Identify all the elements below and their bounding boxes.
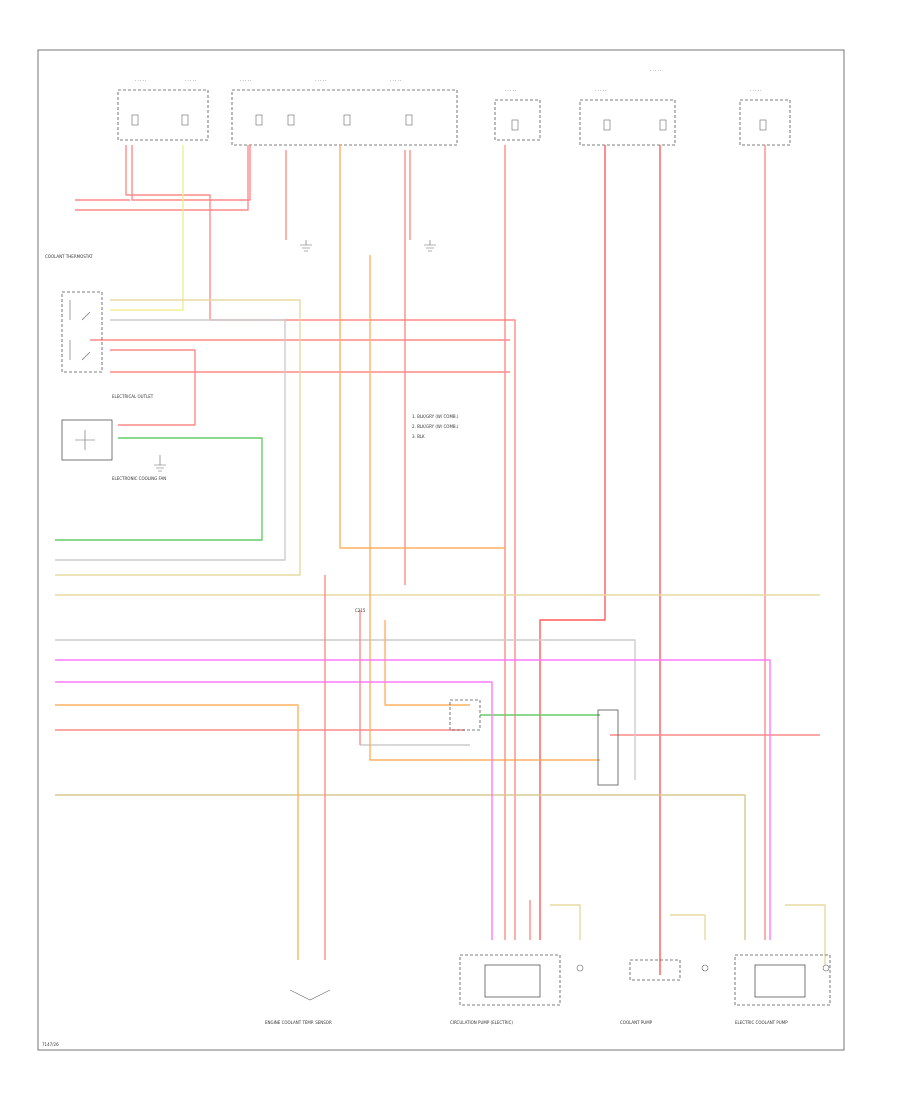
svg-text:· · · · ·: · · · · · (750, 88, 761, 93)
svg-text:· · · · ·: · · · · · (505, 88, 516, 93)
wire-tan-f (785, 904, 826, 965)
wire-tan-d (550, 904, 581, 940)
svg-text:· · · · ·: · · · · · (240, 78, 251, 83)
fuse-box-1 (117, 89, 209, 141)
svg-text:· · · · ·: · · · · · (390, 78, 401, 83)
legend-line-1: 1. BLK/GRY (W/ COMB.) (412, 414, 459, 419)
wire-green-a (55, 437, 263, 541)
wire-red-m (110, 349, 196, 426)
ground-dot-1 (576, 964, 584, 972)
label-electronic-cooling-fan: ELECTRONIC COOLING FAN (112, 476, 166, 481)
wire-yellow-a (110, 145, 184, 311)
wire-gray-a (55, 319, 286, 561)
wire-pink-a (55, 659, 771, 940)
wire-gray-b (55, 639, 636, 780)
label-electric-coolant-pump: ELECTRIC COOLANT PUMP (735, 1020, 788, 1025)
legend-line-2: 2. BLK/GRY (W/ COMB.) (412, 424, 459, 429)
wire-orange-d (384, 620, 470, 706)
electric-coolant-pump-box (734, 954, 831, 1006)
wire-red-a (125, 145, 516, 940)
top-components: · · · · · · · · · · · · · · · · · · · · · … (117, 68, 791, 146)
label-coolant-thermostat: COOLANT THERMOSTAT (45, 254, 93, 259)
thermostat-glyph (69, 300, 91, 361)
label-circulation-pump: CIRCULATION PUMP (ELECTRIC) (450, 1020, 513, 1025)
wire-red-b (131, 145, 251, 201)
bottom-components (289, 954, 831, 1006)
legend-line-3: 3. BLK (412, 434, 425, 439)
outlet-glyph (75, 430, 95, 450)
ground-symbols (154, 240, 436, 472)
wire-orange-b (369, 255, 600, 761)
wire-red-c (75, 145, 249, 211)
electrical-outlet-box (61, 419, 113, 461)
relay-block (597, 709, 619, 786)
wire-tan-a (55, 299, 301, 576)
circulation-pump-box (459, 954, 561, 1006)
label-c215: C215 (355, 608, 366, 613)
ground-dot-3 (822, 964, 830, 972)
wire-tan-e (670, 914, 706, 940)
fuse-box-5 (739, 99, 791, 146)
svg-text:· · · · ·: · · · · · (595, 88, 606, 93)
wire-red-h (539, 145, 606, 940)
wire-orange-c (55, 704, 299, 960)
coolant-pump-box (629, 959, 681, 981)
label-coolant-pump: COOLANT PUMP (620, 1020, 653, 1025)
coolant-thermostat-box (61, 291, 103, 373)
fuse-box-3 (494, 99, 541, 141)
wire-pink-b (55, 681, 493, 940)
diagram-border (37, 49, 845, 1051)
ground-dot-2 (701, 964, 709, 972)
fuse-box-4 (579, 99, 676, 146)
connector-block (449, 699, 481, 731)
wire-tan-c (55, 794, 746, 940)
circulation-pump-inner (484, 964, 541, 998)
electric-coolant-pump-inner (754, 964, 806, 998)
svg-text:· · · · ·: · · · · · (650, 68, 661, 73)
left-components (61, 291, 113, 461)
svg-text:· · · · ·: · · · · · (315, 78, 326, 83)
svg-text:· · · · ·: · · · · · (185, 78, 196, 83)
svg-text:· · · · ·: · · · · · (135, 78, 146, 83)
footer-code: 7147/26 (42, 1042, 59, 1047)
fuse-box-2 (231, 89, 458, 146)
label-electrical-outlet: ELECTRICAL OUTLET (112, 394, 154, 399)
wire-orange-a (339, 145, 505, 549)
label-engine-coolant-temp-sensor: ENGINE COOLANT TEMP. SENSOR (265, 1020, 332, 1025)
fuse-glyphs (131, 114, 767, 131)
temp-sensor-glyph (289, 989, 331, 1001)
wires (55, 145, 826, 975)
top-tiny-labels: · · · · · · · · · · · · · · · · · · · · · … (135, 68, 761, 93)
